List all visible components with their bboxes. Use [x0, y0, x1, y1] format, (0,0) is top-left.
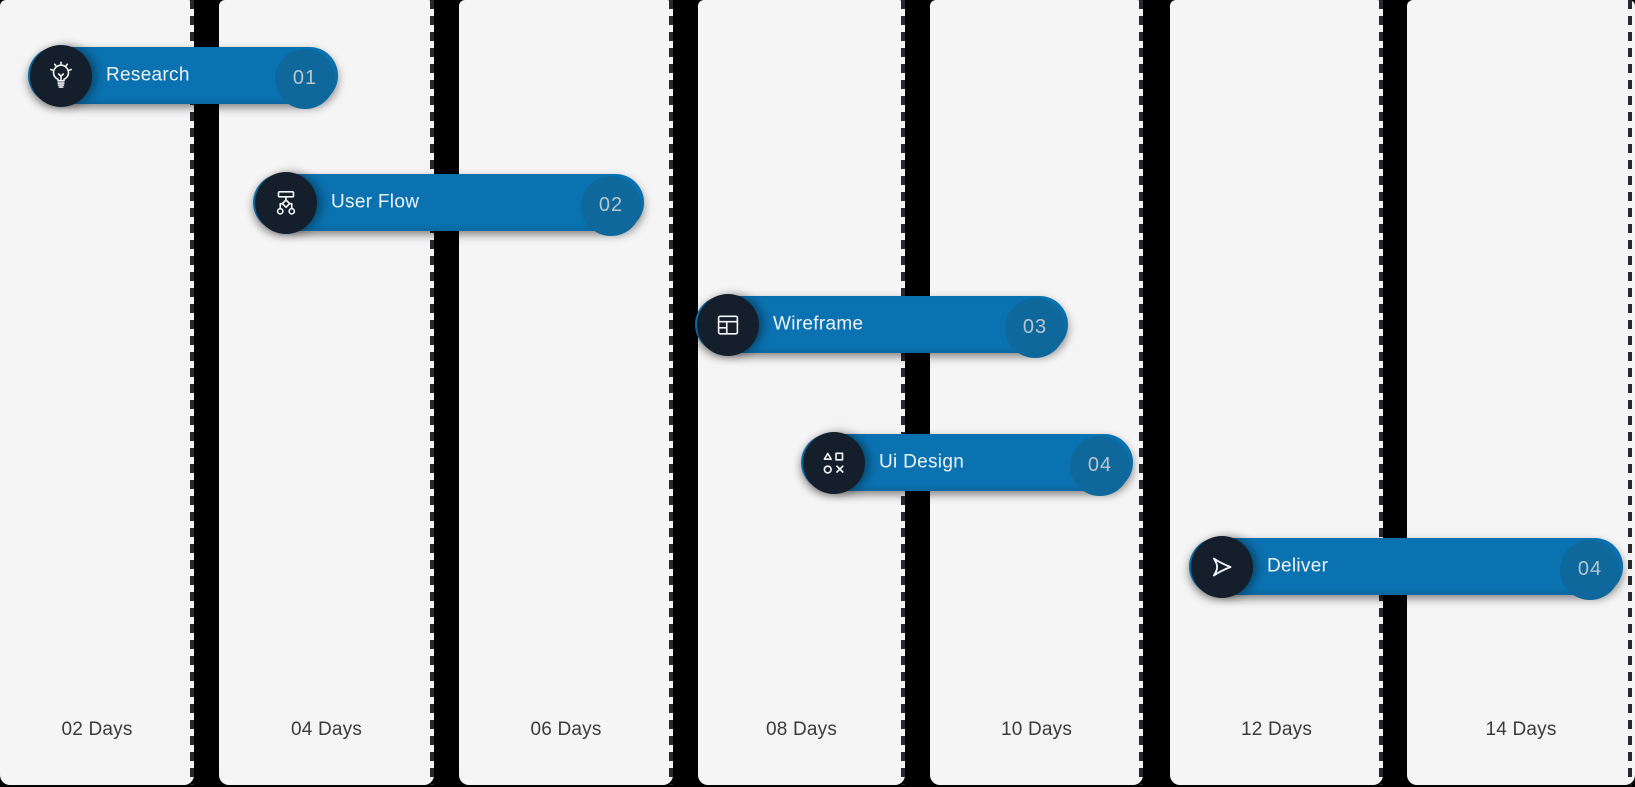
task-number: 01 — [292, 67, 318, 89]
shapes-icon — [803, 431, 865, 494]
timeline-column-3: 06 Days — [459, 0, 673, 785]
timeline-column-1: 02 Days — [0, 0, 194, 785]
task-number: 02 — [598, 194, 624, 216]
task-label: Research — [106, 64, 190, 86]
task-label: User Flow — [331, 191, 420, 213]
timeline-column-6: 12 Days — [1170, 0, 1383, 785]
task-number: 03 — [1022, 316, 1048, 338]
task-label: Deliver — [1267, 555, 1329, 577]
task-bar-research[interactable]: Research 01 — [28, 44, 338, 109]
day-axis-label: 06 Days — [530, 719, 602, 740]
wireframe-icon — [697, 293, 759, 356]
task-number-badge: 01 — [275, 48, 335, 109]
timeline-column-7: 14 Days — [1407, 0, 1635, 785]
timeline-column-4: 08 Days — [698, 0, 905, 785]
lightbulb-icon — [30, 44, 92, 107]
flowchart-icon — [255, 171, 317, 234]
day-axis-label: 02 Days — [61, 719, 133, 740]
day-axis-label: 12 Days — [1240, 719, 1313, 740]
task-number-badge: 02 — [581, 175, 641, 236]
task-bar-deliver[interactable]: Deliver 04 — [1189, 535, 1623, 600]
paper-plane-icon — [1191, 535, 1253, 598]
task-number-badge: 04 — [1560, 539, 1620, 600]
task-bar-wireframe[interactable]: Wireframe 03 — [695, 293, 1068, 358]
task-number: 04 — [1087, 454, 1113, 476]
timeline-column-2: 04 Days — [219, 0, 434, 785]
day-axis-label: 10 Days — [1000, 719, 1073, 740]
timeline-column-5: 10 Days — [930, 0, 1143, 785]
task-number-badge: 03 — [1005, 297, 1065, 358]
day-axis-label: 14 Days — [1485, 719, 1557, 740]
task-number-badge: 04 — [1070, 435, 1130, 496]
task-label: Wireframe — [773, 313, 864, 335]
day-axis-label: 04 Days — [290, 719, 363, 740]
task-number: 04 — [1577, 558, 1603, 580]
task-bar-ui-design[interactable]: Ui Design 04 — [801, 431, 1133, 496]
task-bar-user-flow[interactable]: User Flow 02 — [253, 171, 644, 236]
day-axis-label: 08 Days — [765, 719, 838, 740]
task-label: Ui Design — [879, 451, 965, 473]
